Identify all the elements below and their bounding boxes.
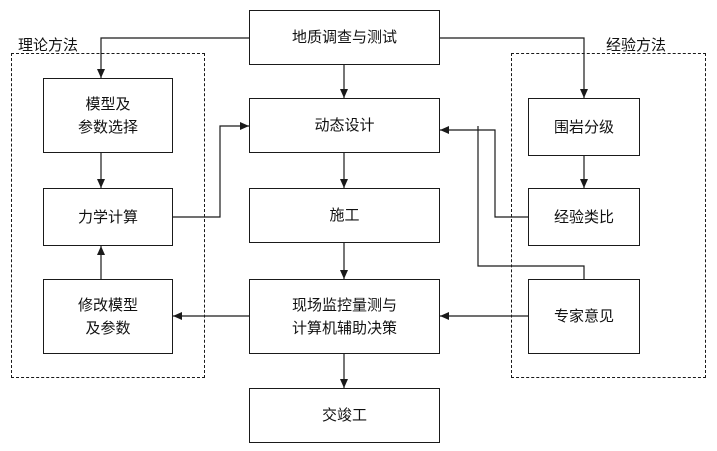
- experience-method-group: [511, 53, 706, 378]
- edge-survey-to-model-params: [97, 37, 249, 78]
- node-model-params-line-2: 参数选择: [77, 117, 138, 136]
- node-construction-text: 施工: [329, 206, 360, 224]
- node-expert-opinion-text: 专家意见: [553, 307, 614, 325]
- node-modify-model-line-1: 修改模型: [77, 295, 138, 314]
- node-modify-model-line-2: 及参数: [85, 318, 131, 337]
- node-completion: 交竣工: [249, 388, 440, 443]
- node-dynamic-design-text: 动态设计: [314, 116, 375, 134]
- node-monitoring-line-1: 现场监控量测与: [291, 295, 397, 314]
- node-rock-classification-text: 围岩分级: [553, 117, 614, 136]
- edge-survey-to-rock-class: [440, 37, 588, 98]
- node-completion-text: 交竣工: [321, 406, 367, 424]
- node-model-params: 模型及 参数选择: [43, 78, 173, 153]
- node-expert-opinion: 专家意见: [528, 279, 640, 354]
- node-experience-analogy: 经验类比: [528, 188, 640, 246]
- node-construction: 施工: [249, 188, 440, 243]
- node-monitoring-line-2: 计算机辅助决策: [291, 318, 397, 337]
- node-monitoring-decision: 现场监控量测与 计算机辅助决策: [249, 279, 440, 354]
- experience-method-label: 经验方法: [606, 36, 667, 54]
- node-mechanics-calc: 力学计算: [43, 188, 173, 246]
- node-experience-analogy-text: 经验类比: [553, 207, 614, 226]
- theory-method-label: 理论方法: [18, 36, 79, 54]
- node-modify-model: 修改模型 及参数: [43, 279, 173, 354]
- node-mechanics-calc-text: 力学计算: [77, 207, 138, 226]
- theory-method-group: [11, 53, 205, 378]
- node-geological-survey-text: 地质调查与测试: [291, 28, 397, 46]
- node-rock-classification: 围岩分级: [528, 98, 640, 156]
- edge-mechanics-to-design: [173, 122, 249, 218]
- node-dynamic-design: 动态设计: [249, 98, 440, 153]
- node-geological-survey: 地质调查与测试: [249, 10, 440, 65]
- node-model-params-line-1: 模型及: [85, 94, 131, 113]
- edge-analogy-to-design: [440, 126, 528, 218]
- edge-expert-to-design: [477, 126, 585, 279]
